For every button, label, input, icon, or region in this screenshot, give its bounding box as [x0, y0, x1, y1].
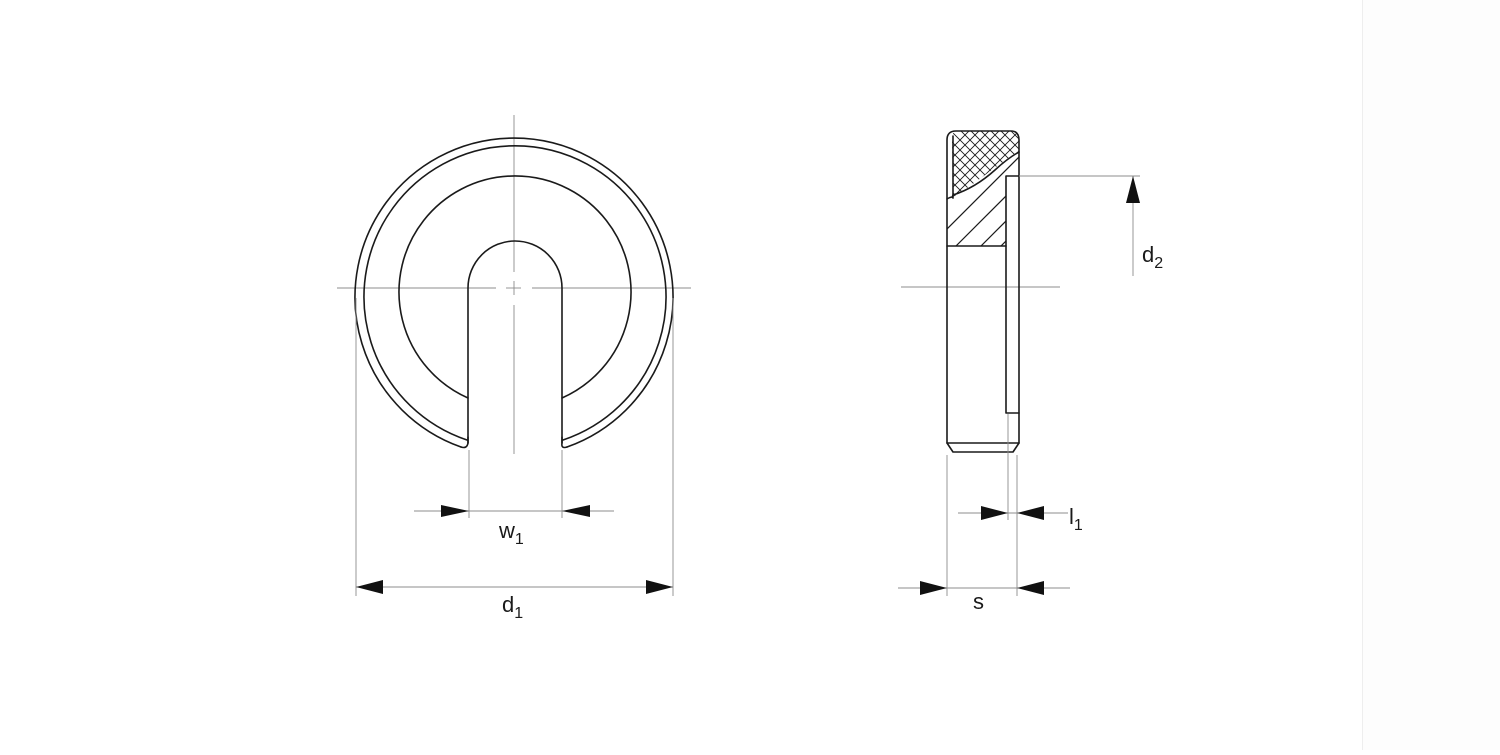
side-view: d2 l1 s — [898, 130, 1163, 614]
shoulder-step — [1005, 175, 1020, 414]
dimension-d2: d2 — [1126, 176, 1163, 276]
section-hatch — [947, 152, 1019, 246]
dimension-w1: w1 — [414, 505, 614, 548]
front-centerlines — [337, 115, 691, 454]
dimension-s: s — [898, 581, 1070, 614]
outer-ring-outer-edge — [354, 137, 674, 448]
front-view: w1 d1 — [337, 115, 691, 622]
outer-ring-inner-edge — [363, 145, 667, 441]
inner-bore-edge — [398, 175, 632, 399]
dimension-d1: d1 — [356, 580, 673, 622]
label-w1: w1 — [498, 518, 524, 548]
label-s: s — [973, 589, 984, 614]
knurl-pattern — [952, 131, 1019, 197]
dimension-l1: l1 — [958, 504, 1083, 534]
label-d1: d1 — [502, 592, 523, 622]
side-body-outline — [946, 130, 1020, 444]
label-d2: d2 — [1142, 242, 1163, 272]
label-l1: l1 — [1069, 504, 1083, 534]
slot-outline — [467, 240, 563, 444]
right-margin-strip — [1362, 0, 1500, 750]
